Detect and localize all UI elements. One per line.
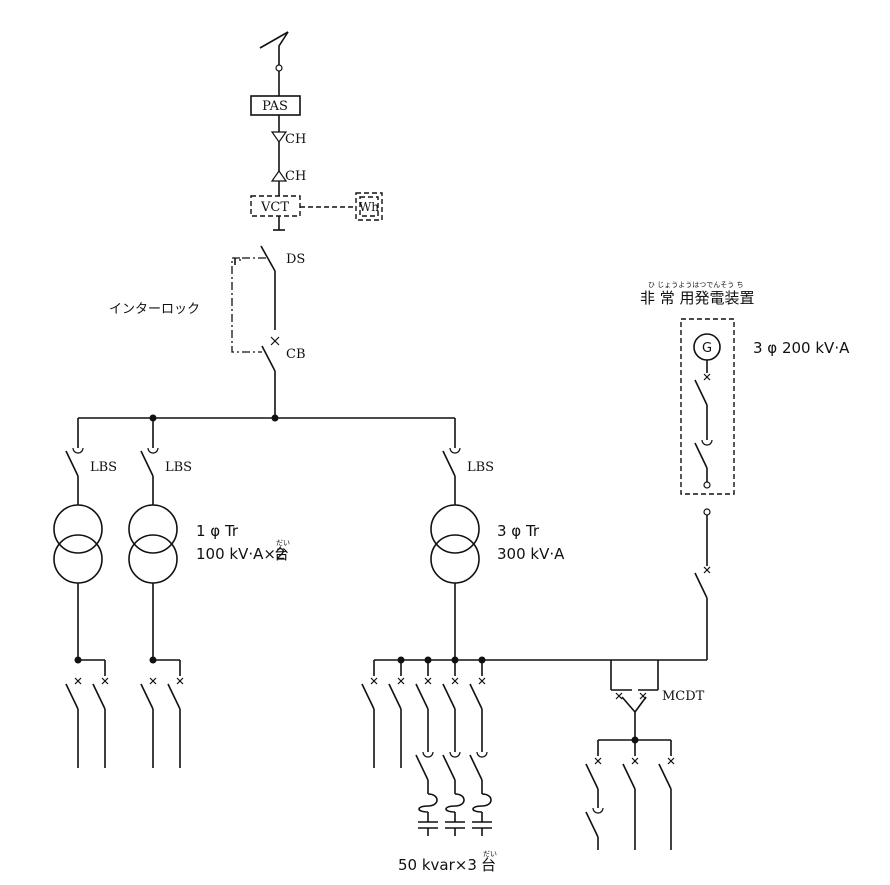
transformer-1ph-label: 1 φ Tr 100 kV·A×2 だい 台 bbox=[196, 522, 290, 563]
mcdt-label: MCDT bbox=[662, 689, 705, 704]
ch-lower-label: CH bbox=[285, 169, 306, 184]
capacitor-label: 50 kvar×3 だい 台 bbox=[398, 850, 497, 874]
pas-label: PAS bbox=[262, 99, 288, 114]
feeder-1ph-transformer-1 bbox=[53, 418, 103, 660]
interlock-line: インターロック bbox=[109, 257, 266, 353]
cap-unit-ruby: だい bbox=[483, 850, 497, 858]
circuit-breaker: CB bbox=[261, 336, 306, 372]
ds-label: DS bbox=[286, 252, 305, 267]
tr1-unit: 台 bbox=[274, 545, 289, 563]
cap-rating: 50 kvar×3 bbox=[398, 856, 477, 874]
feeder-1ph-transformer-2 bbox=[128, 418, 178, 660]
vct-label: VCT bbox=[260, 200, 289, 215]
vct-box: VCT bbox=[250, 195, 301, 217]
tr1-line1: 1 φ Tr bbox=[196, 522, 239, 540]
emergency-lv-bus bbox=[585, 736, 675, 850]
lv-bus-3ph bbox=[361, 656, 658, 768]
lv-branches-tr2 bbox=[140, 656, 184, 768]
gen-symbol: G bbox=[702, 341, 712, 356]
incoming-line-symbol bbox=[259, 31, 289, 96]
cap-unit: 台 bbox=[481, 856, 496, 874]
capacitor-banks bbox=[415, 751, 492, 836]
lbs-label-3: LBS bbox=[467, 460, 494, 475]
gen-rating: 3 φ 200 kV·A bbox=[753, 339, 850, 357]
tr1-unit-ruby: だい bbox=[276, 539, 290, 547]
tr1-line2: 100 kV·A×2 bbox=[196, 545, 286, 563]
tr3-line1: 3 φ Tr bbox=[497, 522, 540, 540]
pas-box: PAS bbox=[250, 95, 301, 116]
lbs-label-1: LBS bbox=[90, 460, 117, 475]
cb-label: CB bbox=[286, 347, 306, 362]
lv-branches-tr1 bbox=[65, 656, 109, 768]
mcdt-transfer-switch: MCDT bbox=[610, 660, 705, 740]
disconnecting-switch: DS bbox=[260, 245, 305, 272]
tr3-line2: 300 kV·A bbox=[497, 545, 565, 563]
wh-label: Wh bbox=[359, 200, 379, 214]
interlock-label: インターロック bbox=[109, 302, 200, 317]
wh-meter-box: Wh bbox=[355, 192, 383, 221]
cable-head-lower: CH bbox=[270, 169, 306, 184]
generator-section: ひ じょうようはつでんそう ち 非 常 用発電装置 G 3 φ 200 kV·A bbox=[640, 281, 850, 661]
gen-title: 非 常 用発電装置 bbox=[640, 289, 755, 307]
ch-upper-label: CH bbox=[285, 132, 306, 147]
feeder-3ph-transformer bbox=[430, 418, 480, 660]
gen-ruby: ひ じょうようはつでんそう ち bbox=[648, 281, 743, 289]
lbs-label-2: LBS bbox=[165, 460, 192, 475]
cable-head-upper: CH bbox=[270, 131, 306, 147]
transformer-3ph-label: 3 φ Tr 300 kV·A bbox=[497, 522, 565, 563]
